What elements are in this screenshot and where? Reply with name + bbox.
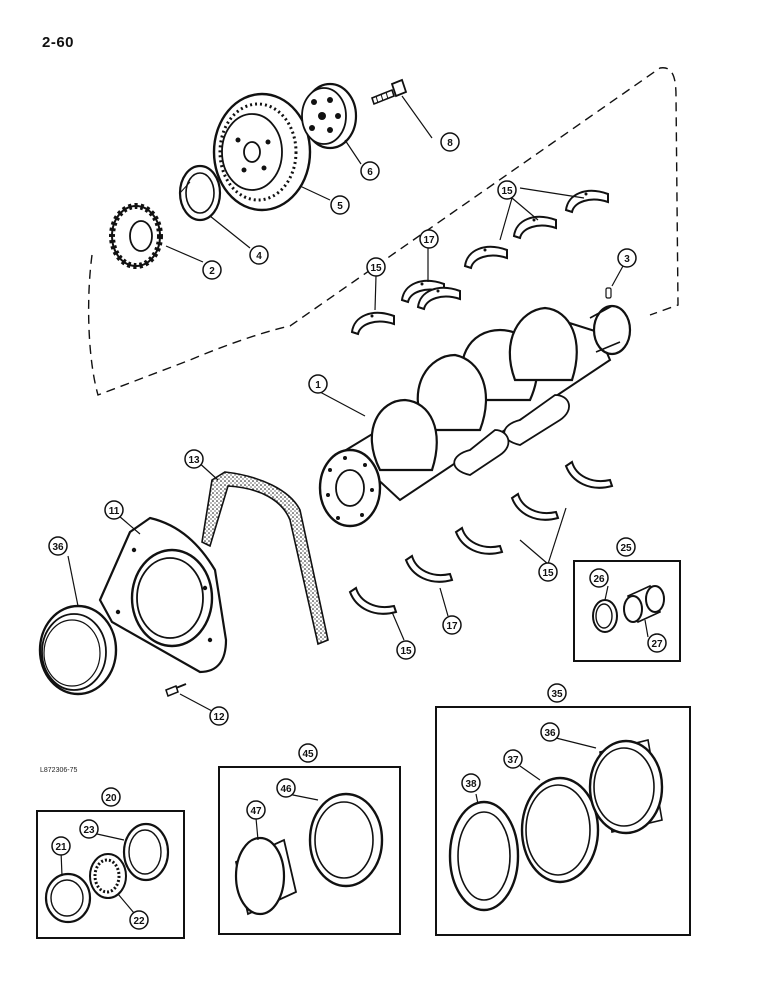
kit-45-box [218,766,401,935]
callout-12: 12 [209,706,229,726]
callout-35: 35 [547,683,567,703]
svg-text:36: 36 [52,542,64,553]
svg-text:25: 25 [620,543,632,554]
callout-46: 46 [276,778,296,798]
kit-20-box [36,810,185,939]
callout-4: 4 [249,245,269,265]
svg-text:23: 23 [83,825,95,836]
svg-text:6: 6 [367,167,373,178]
svg-text:35: 35 [551,689,563,700]
svg-text:22: 22 [133,916,145,927]
callout-5: 5 [330,195,350,215]
crankshaft-pulley [212,92,312,212]
svg-text:11: 11 [109,506,120,517]
svg-text:47: 47 [250,806,262,817]
svg-text:4: 4 [256,251,262,262]
svg-text:3: 3 [624,254,630,265]
callout-22: 22 [129,910,149,930]
svg-text:38: 38 [465,779,477,790]
front-seal-ring [178,164,222,222]
svg-text:15: 15 [501,186,513,197]
callout-23: 23 [79,819,99,839]
rear-retainer-gasket [201,471,329,646]
retainer-bolt [165,683,187,697]
callout-37: 37 [503,749,523,769]
svg-text:15: 15 [542,568,554,579]
callout-15-upper-right: 15 [497,180,517,200]
callout-38: 38 [461,773,481,793]
crankshaft [318,304,632,528]
callout-17-upper: 17 [419,229,439,249]
svg-text:17: 17 [423,235,435,246]
svg-text:36: 36 [544,728,556,739]
svg-text:5: 5 [337,201,343,212]
callout-2: 2 [202,260,222,280]
page-number: 2-60 [42,34,75,51]
svg-text:20: 20 [105,793,117,804]
parts-group-boundary [87,67,679,396]
svg-text:37: 37 [507,755,519,766]
svg-text:46: 46 [280,784,292,795]
callout-15-lower-right: 15 [538,562,558,582]
callout-45: 45 [298,743,318,763]
kit-35-box [435,706,691,936]
callout-6: 6 [360,161,380,181]
svg-text:2: 2 [209,266,215,277]
rear-seal-retainer [98,516,228,674]
callout-15-upper-left: 15 [366,257,386,277]
callout-17-lower: 17 [442,615,462,635]
crankshaft-gear [109,203,163,269]
callout-13: 13 [184,449,204,469]
callout-25: 25 [616,537,636,557]
svg-text:17: 17 [446,621,458,632]
pulley-bolt [371,78,408,106]
svg-text:8: 8 [447,138,453,149]
callout-36-right: 36 [540,722,560,742]
callout-20: 20 [101,787,121,807]
callout-26: 26 [589,568,609,588]
callout-11: 11 [104,500,124,520]
pulley-hub [301,82,358,150]
callout-27: 27 [647,633,667,653]
figure-code: L872306-75 [40,767,78,774]
callout-8: 8 [440,132,460,152]
callout-15-lower-left: 15 [396,640,416,660]
svg-text:15: 15 [370,263,382,274]
dowel-pin [605,287,612,299]
upper-main-bearing-shells [351,189,609,335]
svg-text:1: 1 [315,380,321,391]
svg-text:26: 26 [593,574,605,585]
svg-text:27: 27 [651,639,663,650]
callout-36-left: 36 [48,536,68,556]
svg-text:13: 13 [188,455,200,466]
svg-text:45: 45 [302,749,314,760]
svg-text:12: 12 [213,712,225,723]
callout-3: 3 [617,248,637,268]
rear-seal-left [38,604,118,696]
callout-markers: 1 2 3 4 5 6 8 11 12 13 15 15 15 15 17 17… [48,132,667,930]
callout-21: 21 [51,836,71,856]
svg-text:21: 21 [55,842,67,853]
svg-text:15: 15 [400,646,412,657]
callout-47: 47 [246,800,266,820]
callout-1: 1 [308,374,328,394]
